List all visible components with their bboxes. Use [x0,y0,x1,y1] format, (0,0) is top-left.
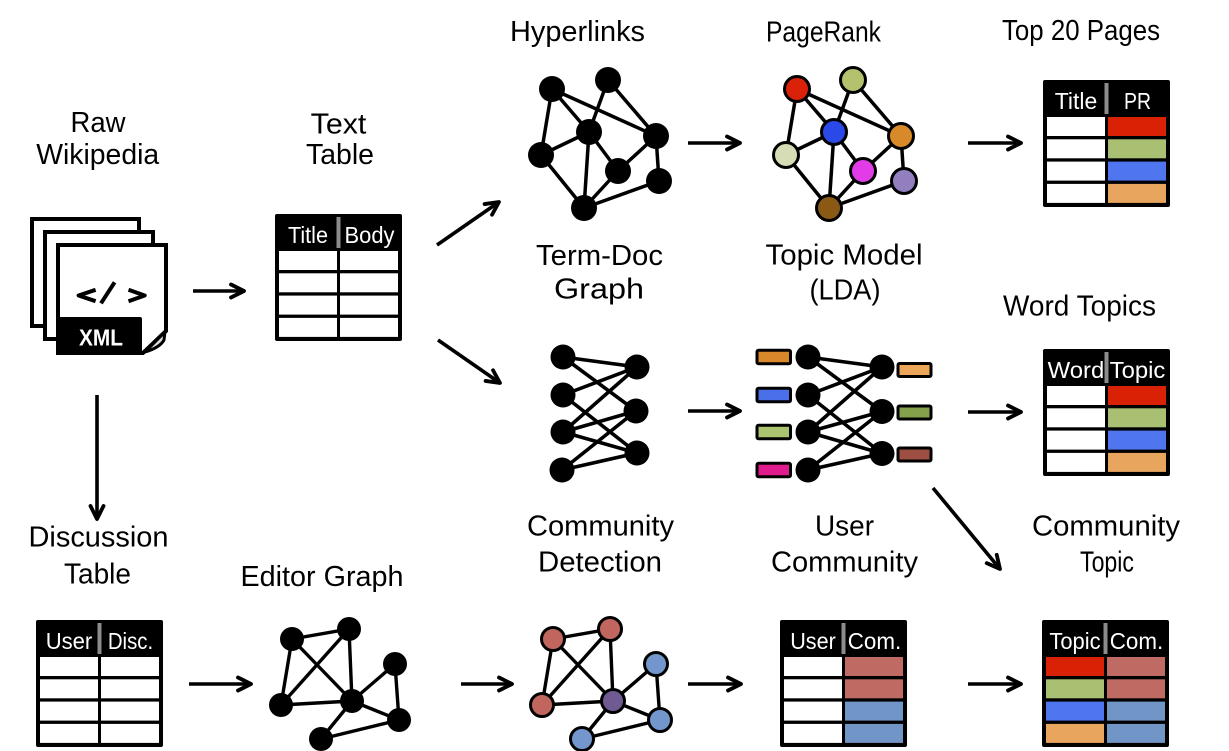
svg-text:Text: Text [311,109,367,141]
svg-text:Com.: Com. [1110,628,1164,654]
svg-text:XML: XML [79,325,123,351]
svg-text:Community: Community [771,547,918,579]
svg-text:Word Topics: Word Topics [1003,291,1156,323]
svg-text:Wikipedia: Wikipedia [36,139,160,171]
svg-text:Term-Doc: Term-Doc [536,240,663,272]
svg-text:Title: Title [288,222,328,248]
svg-text:Table: Table [64,559,131,591]
svg-text:PageRank: PageRank [766,17,881,49]
svg-text:Graph: Graph [554,274,644,306]
svg-text:Top 20 Pages: Top 20 Pages [1002,15,1160,47]
svg-text:Table: Table [306,139,374,171]
svg-text:Raw: Raw [71,107,127,139]
svg-text:Topic: Topic [1110,357,1166,383]
svg-text:Topic: Topic [1049,628,1100,654]
svg-text:Discussion: Discussion [29,522,169,554]
svg-text:Community: Community [527,511,674,543]
svg-text:Word: Word [1048,357,1105,383]
svg-text:User: User [46,628,93,654]
svg-text:Editor Graph: Editor Graph [241,561,404,593]
svg-text:PR: PR [1124,88,1151,114]
svg-text:Hyperlinks: Hyperlinks [510,16,645,48]
svg-text:User: User [815,511,874,543]
svg-text:Title: Title [1055,88,1098,114]
svg-text:Topic Model: Topic Model [766,240,923,272]
svg-text:Detection: Detection [538,547,662,579]
svg-text:Topic: Topic [1080,547,1134,579]
svg-text:(LDA): (LDA) [810,275,881,307]
svg-text:Body: Body [345,222,395,248]
svg-text:Com.: Com. [848,628,902,654]
svg-text:Disc.: Disc. [108,628,153,654]
svg-text:User: User [790,628,836,654]
svg-text:Community: Community [1032,511,1180,543]
